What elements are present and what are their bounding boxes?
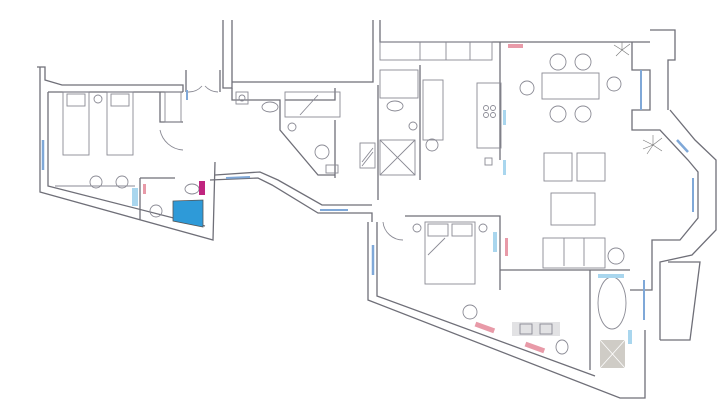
shower bbox=[379, 139, 416, 176]
kitchen-island bbox=[476, 82, 502, 149]
single-bed bbox=[62, 91, 90, 156]
twin-bedroom-furniture bbox=[55, 85, 219, 189]
armchair bbox=[576, 152, 606, 182]
single-bed bbox=[106, 91, 134, 156]
toilet bbox=[261, 101, 279, 113]
lamp-icon bbox=[412, 223, 422, 233]
kitchen bbox=[379, 41, 523, 175]
chair bbox=[574, 105, 592, 123]
entry-door bbox=[187, 85, 219, 93]
toilet bbox=[386, 100, 404, 112]
lamp-icon bbox=[93, 94, 103, 104]
radiator bbox=[508, 44, 523, 48]
sink bbox=[149, 204, 163, 218]
lamp-icon bbox=[478, 223, 488, 233]
chair bbox=[519, 80, 535, 96]
chair bbox=[549, 105, 567, 123]
chair bbox=[115, 175, 129, 189]
chair bbox=[89, 175, 103, 189]
bench bbox=[284, 91, 341, 118]
chair bbox=[574, 53, 592, 71]
chair bbox=[606, 76, 622, 92]
double-vanity bbox=[512, 322, 560, 336]
washer bbox=[408, 121, 418, 131]
plant-icon bbox=[613, 42, 663, 155]
plunge-pool bbox=[172, 199, 204, 228]
toilet bbox=[555, 339, 569, 355]
dining-table bbox=[541, 72, 600, 100]
coffee-table bbox=[550, 192, 596, 226]
heated-rack bbox=[359, 142, 376, 169]
toilet bbox=[184, 183, 200, 195]
walls bbox=[37, 20, 717, 399]
double-bed bbox=[424, 221, 476, 285]
chair bbox=[462, 304, 478, 320]
desk bbox=[325, 164, 339, 174]
door-swing bbox=[382, 221, 404, 241]
door-swing bbox=[159, 129, 184, 151]
chair bbox=[314, 144, 330, 160]
windows bbox=[41, 70, 694, 320]
cabinet bbox=[379, 69, 419, 99]
middle-wet-rooms bbox=[235, 69, 444, 176]
small-bathroom bbox=[132, 181, 205, 228]
bathtub bbox=[597, 276, 627, 330]
side-table bbox=[607, 247, 625, 265]
sofa bbox=[542, 237, 606, 269]
chair bbox=[549, 53, 567, 71]
washer bbox=[235, 91, 249, 105]
wardrobe bbox=[164, 91, 182, 123]
washing-machine bbox=[425, 138, 439, 152]
master-bedroom bbox=[382, 221, 632, 369]
sink bbox=[287, 122, 297, 132]
radiator bbox=[132, 188, 138, 206]
armchair bbox=[543, 152, 573, 182]
living-dining bbox=[493, 42, 663, 269]
towel-rail bbox=[199, 181, 205, 195]
top-counter bbox=[379, 41, 493, 61]
kitchen-counter bbox=[422, 79, 444, 141]
